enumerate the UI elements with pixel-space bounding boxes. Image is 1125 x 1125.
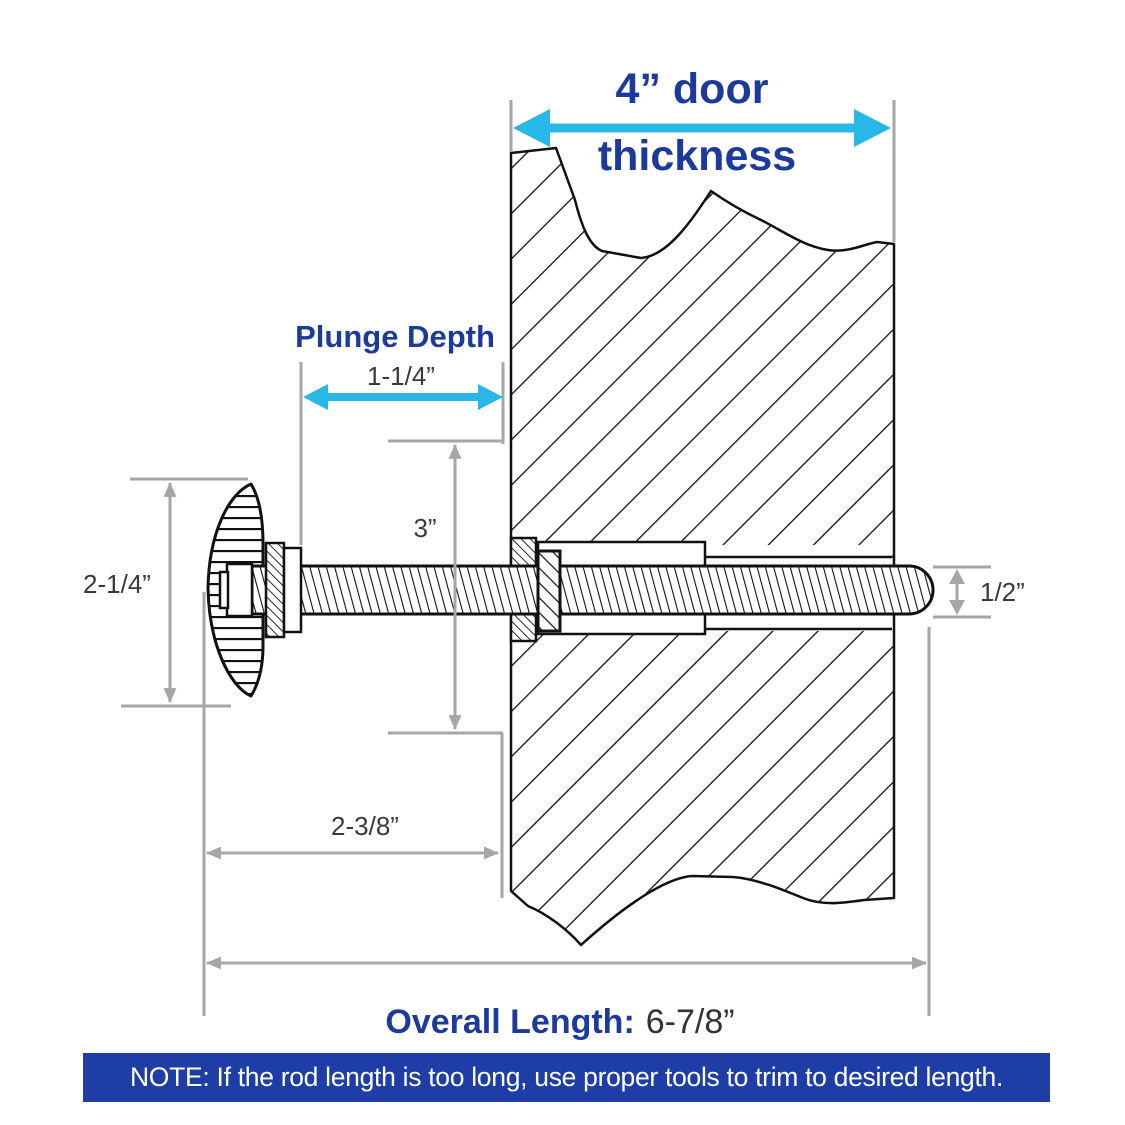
overall-length-value: 6-7/8” [646, 1003, 735, 1041]
dimension-rod-tip [949, 569, 965, 615]
overall-length-text: Overall Length: 6-7/8” [385, 1003, 734, 1041]
door-thickness-label-line2: thickness [598, 132, 796, 180]
door-thickness-arrow [513, 109, 891, 147]
note-text: NOTE: If the rod length is too long, use… [129, 1062, 1004, 1092]
knob-flange [282, 546, 303, 634]
door-thickness-label-line1: 4” door [616, 65, 769, 113]
bore-height-value: 3” [413, 513, 436, 543]
rod-end-cap-step [218, 570, 230, 610]
plunge-depth-value: 1-1/4” [367, 361, 435, 391]
extension-lines [121, 100, 991, 1016]
overall-length-label: Overall Length: [385, 1003, 634, 1041]
plunge-depth-title: Plunge Depth [295, 319, 495, 354]
threaded-rod [250, 564, 935, 616]
retainer-nut [536, 549, 562, 633]
knob-to-door-value: 2-3/8” [331, 811, 399, 841]
knob-height-value: 2-1/4” [83, 569, 151, 599]
rod-end-cap [225, 562, 254, 618]
knob-washer [264, 541, 286, 639]
rod-tip-diameter-value: 1/2” [980, 577, 1025, 607]
plunge-depth-arrow [303, 384, 503, 410]
note-bar: NOTE: If the rod length is too long, use… [83, 1053, 1050, 1102]
